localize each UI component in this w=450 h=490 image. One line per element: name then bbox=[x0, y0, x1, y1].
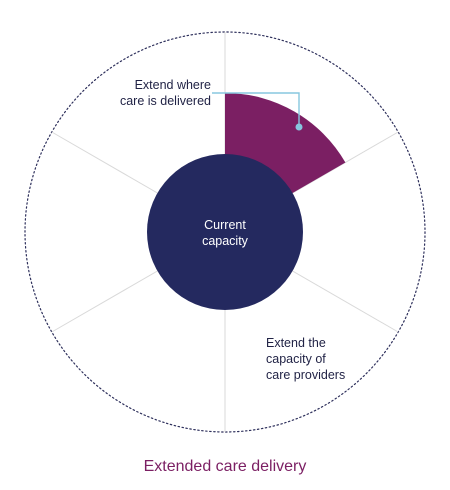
center-circle bbox=[147, 154, 303, 310]
center-label-current-capacity: Current capacity bbox=[160, 217, 290, 249]
center-label-line: Current bbox=[204, 218, 246, 232]
center-label-line: capacity bbox=[202, 234, 248, 248]
caption: Extended care delivery bbox=[143, 458, 307, 475]
label-line: capacity of bbox=[266, 352, 326, 366]
label-line: care providers bbox=[266, 368, 346, 382]
label-line: care is delivered bbox=[119, 94, 211, 108]
label-line: Extend where bbox=[134, 78, 211, 92]
outer-dotted-circle bbox=[24, 31, 426, 433]
callout-line bbox=[212, 92, 300, 127]
callout-marker bbox=[295, 123, 303, 131]
label-extend-where-care-is-delivered: Extend where care is delivered bbox=[61, 77, 211, 109]
label-line: Extend the bbox=[266, 336, 326, 350]
label-extend-the-capacity-of-care-providers: Extend the capacity of care providers bbox=[266, 335, 416, 383]
